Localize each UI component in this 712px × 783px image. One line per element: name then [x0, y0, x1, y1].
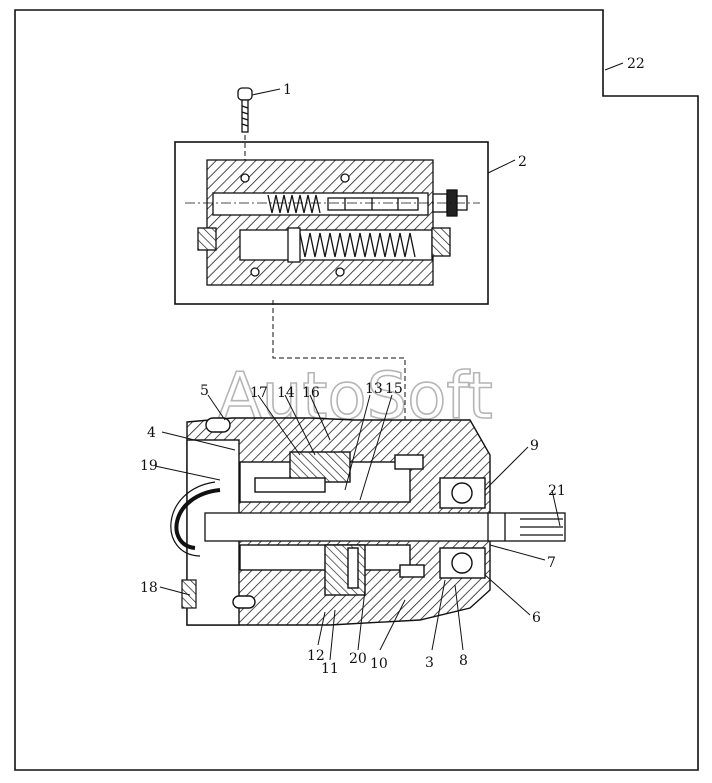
- callout-20: 20: [349, 651, 367, 667]
- callout-18: 18: [140, 580, 158, 596]
- leader-22: [604, 62, 624, 71]
- callout-3: 3: [425, 655, 434, 671]
- end-cover-ring: [174, 488, 221, 550]
- callout-1: 1: [283, 82, 292, 98]
- outer-frame: [14, 9, 699, 771]
- bolt-part: [237, 87, 253, 133]
- callout-22: 22: [627, 56, 645, 72]
- callout-15: 15: [385, 381, 403, 397]
- callout-14: 14: [277, 385, 295, 401]
- callout-13: 13: [365, 381, 383, 397]
- callout-7: 7: [547, 555, 556, 571]
- drive-shaft: [204, 512, 566, 542]
- callout-10: 10: [370, 656, 388, 672]
- callout-11: 11: [321, 661, 339, 677]
- callout-21: 21: [548, 483, 566, 499]
- callout-5: 5: [200, 383, 209, 399]
- callout-19: 19: [140, 458, 158, 474]
- valve-frame: [174, 141, 489, 305]
- connector-dash-line: [272, 300, 406, 420]
- callout-6: 6: [532, 610, 541, 626]
- callout-9: 9: [530, 438, 539, 454]
- callouts: 1 2 3 4 5 6 7 8 9 10 11 12 13 14 15 16 1…: [140, 56, 645, 677]
- callout-4: 4: [147, 425, 156, 441]
- callout-17: 17: [250, 385, 268, 401]
- callout-8: 8: [459, 653, 468, 669]
- callout-2: 2: [518, 154, 527, 170]
- callout-16: 16: [302, 385, 320, 401]
- callout-12: 12: [307, 648, 325, 664]
- valve-block: [197, 159, 468, 286]
- leader-lines: [154, 88, 561, 661]
- side-fitting: [181, 579, 197, 609]
